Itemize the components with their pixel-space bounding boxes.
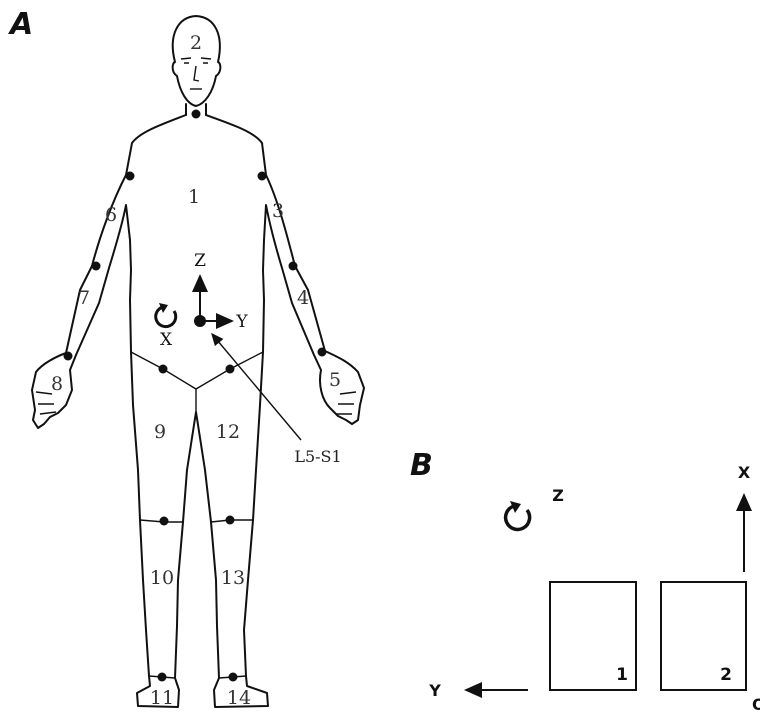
panel-a-letter: A <box>8 7 33 42</box>
l5-s1-label: L5-S1 <box>294 447 341 466</box>
segment-label: 5 <box>329 369 341 391</box>
coordinate-frame-a: Z Y X <box>156 251 249 350</box>
segment-label: 2 <box>190 32 202 54</box>
rotation-icon <box>506 506 530 529</box>
origin-label: O <box>752 695 760 714</box>
segment-label: 14 <box>227 687 251 709</box>
segment-label: 8 <box>51 373 63 395</box>
segment-label: 6 <box>105 204 117 226</box>
rotation-axis-label: Z <box>552 486 564 505</box>
human-figure: 2 1 6 3 7 4 8 5 9 12 10 13 11 14 Z Y X <box>32 16 364 709</box>
segment-label: 12 <box>216 421 240 443</box>
y-axis-label: Y <box>428 681 441 700</box>
x-axis-label: X <box>738 463 751 482</box>
segment-label: 1 <box>188 186 200 208</box>
z-axis-label: Z <box>194 251 206 271</box>
y-axis-label: Y <box>235 312 248 332</box>
segment-label: 11 <box>150 687 174 709</box>
segment-label: 10 <box>150 567 174 589</box>
panel-b-letter: B <box>410 448 433 483</box>
segment-label: 9 <box>154 421 166 443</box>
coordinate-frame-b: Z X Y O 1 2 <box>428 463 760 714</box>
x-axis-label: X <box>160 330 173 350</box>
segment-label: 13 <box>221 567 245 589</box>
rotation-icon <box>156 307 176 327</box>
box-2-label: 2 <box>720 665 732 685</box>
head-outline <box>173 16 221 106</box>
segment-labels: 2 1 6 3 7 4 8 5 9 12 10 13 11 14 <box>51 32 341 709</box>
segment-label: 4 <box>297 287 309 309</box>
box-1-label: 1 <box>616 665 628 685</box>
box-2 <box>661 582 746 690</box>
segment-label: 3 <box>272 200 284 222</box>
segment-label: 7 <box>78 287 90 309</box>
